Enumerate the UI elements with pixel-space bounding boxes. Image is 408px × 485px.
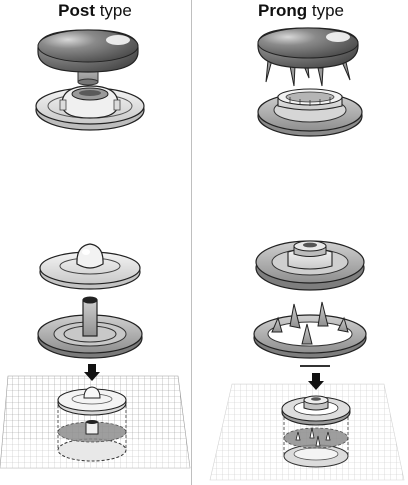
post-socket <box>35 85 145 131</box>
prong-stud <box>255 240 365 291</box>
post-assembled-on-fabric <box>0 364 191 469</box>
prong-socket <box>257 88 363 137</box>
post-type-heading: Post type <box>58 1 132 20</box>
arrow-down-icon <box>308 373 324 390</box>
prong-assembled-on-fabric <box>209 365 405 481</box>
prong-cap-button <box>257 27 359 87</box>
prong-ring <box>253 301 367 359</box>
post-cap-button <box>37 29 139 86</box>
post-eyelet <box>37 296 143 359</box>
prong-type-heading: Prong type <box>258 1 344 20</box>
arrow-down-icon <box>84 364 100 381</box>
column-divider <box>191 0 192 485</box>
post-stud <box>39 243 141 290</box>
